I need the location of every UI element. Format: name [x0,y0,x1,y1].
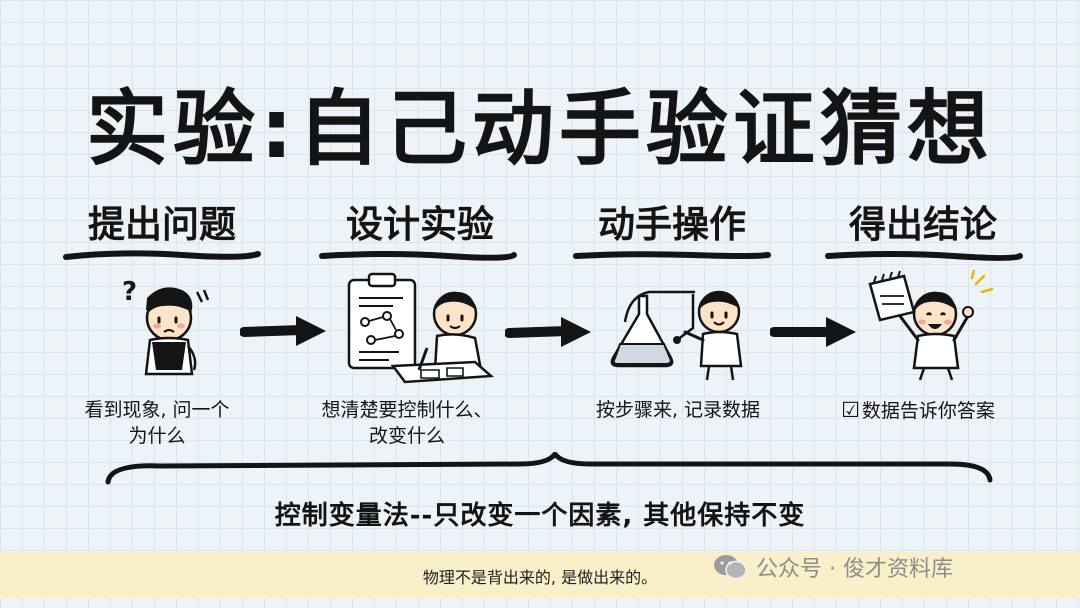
summary-text: 控制变量法--只改变一个因素, 其他保持不变 [274,501,806,531]
step-caption-conclude: ☑数据告诉你答案 [813,397,1023,424]
caption-text: 想清楚要控制什么、 改变什么 [321,399,493,447]
step-title-operate: 动手操作 [598,203,746,246]
summary-bracket [105,452,993,485]
caption-text: 数据告诉你答案 [861,400,995,422]
footer-band: 物理不是背出来的, 是做出来的。 [0,552,1080,598]
step-caption-operate: 按步骤来, 记录数据 [573,397,783,423]
step-caption-design: 想清楚要控制什么、 改变什么 [302,397,512,449]
watermark-text: 公众号 · 俊才资料库 [756,557,953,582]
question-boy-icon: ? [122,277,210,376]
wechat-icon [714,555,747,580]
checkbox-icon: ☑ [841,398,860,422]
page-title: 实验:自己动手验证猜想 [86,82,994,177]
footer-text: 物理不是背出来的, 是做出来的。 [422,568,658,587]
step-underline [573,251,771,259]
step-title-design: 设计实验 [346,203,494,246]
step-underline [319,251,517,261]
step-arrow-icon [770,317,856,347]
flask-boy-icon [610,290,743,381]
step-title-conclude: 得出结论 [849,203,997,246]
step-caption-question: 看到现象, 问一个 为什么 [52,397,262,449]
cheering-boy-icon [868,270,994,381]
step-arrow-icon [505,317,591,347]
question-mark-icon: ? [122,277,137,307]
step-title-question: 提出问题 [88,203,236,246]
step-underline [825,251,1023,261]
step-arrow-icon [240,316,326,346]
caption-text: 看到现象, 问一个 为什么 [84,399,230,447]
step-underline [63,250,261,260]
caption-text: 按步骤来, 记录数据 [595,399,761,421]
planning-boy-icon [347,272,495,384]
watermark: 公众号 · 俊才资料库 [712,550,953,584]
